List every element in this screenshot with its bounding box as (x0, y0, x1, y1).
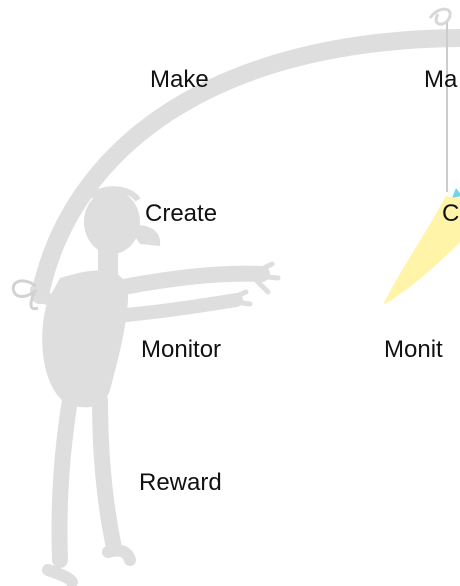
label-create-left: Create (145, 200, 217, 228)
label-make-left: Make (150, 66, 209, 94)
label-monitor-left: Monitor (141, 336, 221, 364)
label-create-right: C (442, 200, 459, 228)
label-monitor-right: Monit (384, 336, 443, 364)
label-reward-left: Reward (139, 469, 222, 497)
label-make-right: Ma (424, 66, 457, 94)
